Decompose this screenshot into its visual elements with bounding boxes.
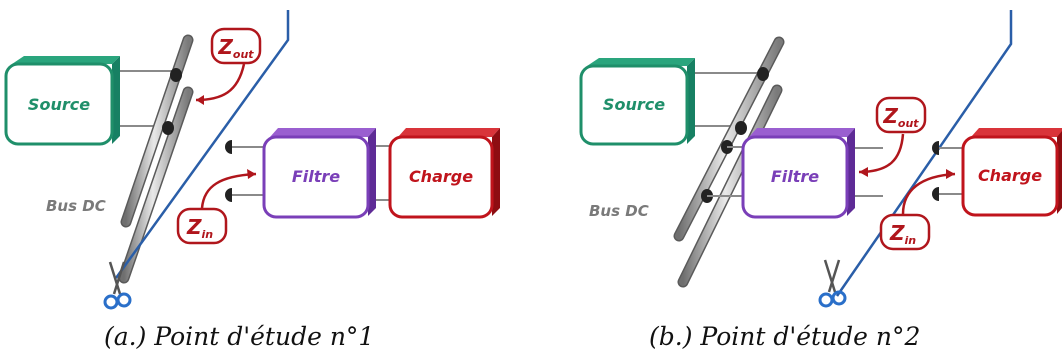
source-block: Source — [4, 56, 120, 146]
caption-a: (a.) Point d'étude n°1 — [104, 322, 375, 351]
filtre-block-b: Filtre — [741, 128, 855, 219]
bus-dc-label: Bus DC — [46, 197, 106, 215]
zin-main: Z — [186, 215, 202, 239]
filtre-block: Filtre — [262, 128, 376, 219]
filter-terminals — [225, 140, 266, 202]
charge-label: Charge — [409, 167, 473, 186]
diagram-b: Source Bus DC Filtre — [579, 10, 1062, 308]
bus-dc-label-b: Bus DC — [589, 202, 649, 220]
charge-label-b: Charge — [978, 166, 1042, 185]
charge-block-b: Charge — [961, 128, 1062, 217]
zin-sub: in — [201, 228, 213, 241]
charge-terminals-b — [932, 141, 965, 201]
zout-main: Z — [217, 35, 233, 59]
scissors-icon-b — [818, 259, 847, 308]
scissors-icon — [103, 261, 132, 310]
zout-bubble: Zout — [195, 27, 262, 105]
zout-bubble-b: Zout — [858, 96, 927, 177]
svg-text:Zin: Zin — [186, 215, 213, 241]
source-block-b: Source — [579, 58, 695, 146]
zin-main-b: Z — [889, 221, 905, 245]
svg-text:Zout: Zout — [882, 104, 919, 130]
cut-line-b — [835, 10, 1013, 297]
svg-text:Zin: Zin — [889, 221, 916, 247]
svg-text:Zout: Zout — [217, 35, 254, 61]
diagram-a: Source Bus DC Zout — [4, 10, 500, 310]
zin-bubble: Zin — [176, 169, 257, 245]
zout-sub-b: out — [898, 117, 919, 130]
caption-b: (b.) Point d'étude n°2 — [649, 322, 921, 351]
filtre-label-b: Filtre — [771, 167, 819, 186]
source-label: Source — [28, 95, 90, 114]
zin-sub-b: in — [904, 234, 916, 247]
filtre-label: Filtre — [292, 167, 340, 186]
panel-a: Source Bus DC Zout — [0, 0, 531, 358]
charge-block: Charge — [388, 128, 500, 219]
zout-sub: out — [233, 48, 254, 61]
zout-main-b: Z — [882, 104, 898, 128]
panel-b: Source Bus DC Filtre — [531, 0, 1062, 358]
dc-bus-b — [673, 36, 785, 288]
cut-line — [114, 10, 290, 279]
source-label-b: Source — [603, 95, 665, 114]
dc-bus — [118, 34, 194, 284]
zin-bubble-b: Zin — [879, 169, 956, 251]
